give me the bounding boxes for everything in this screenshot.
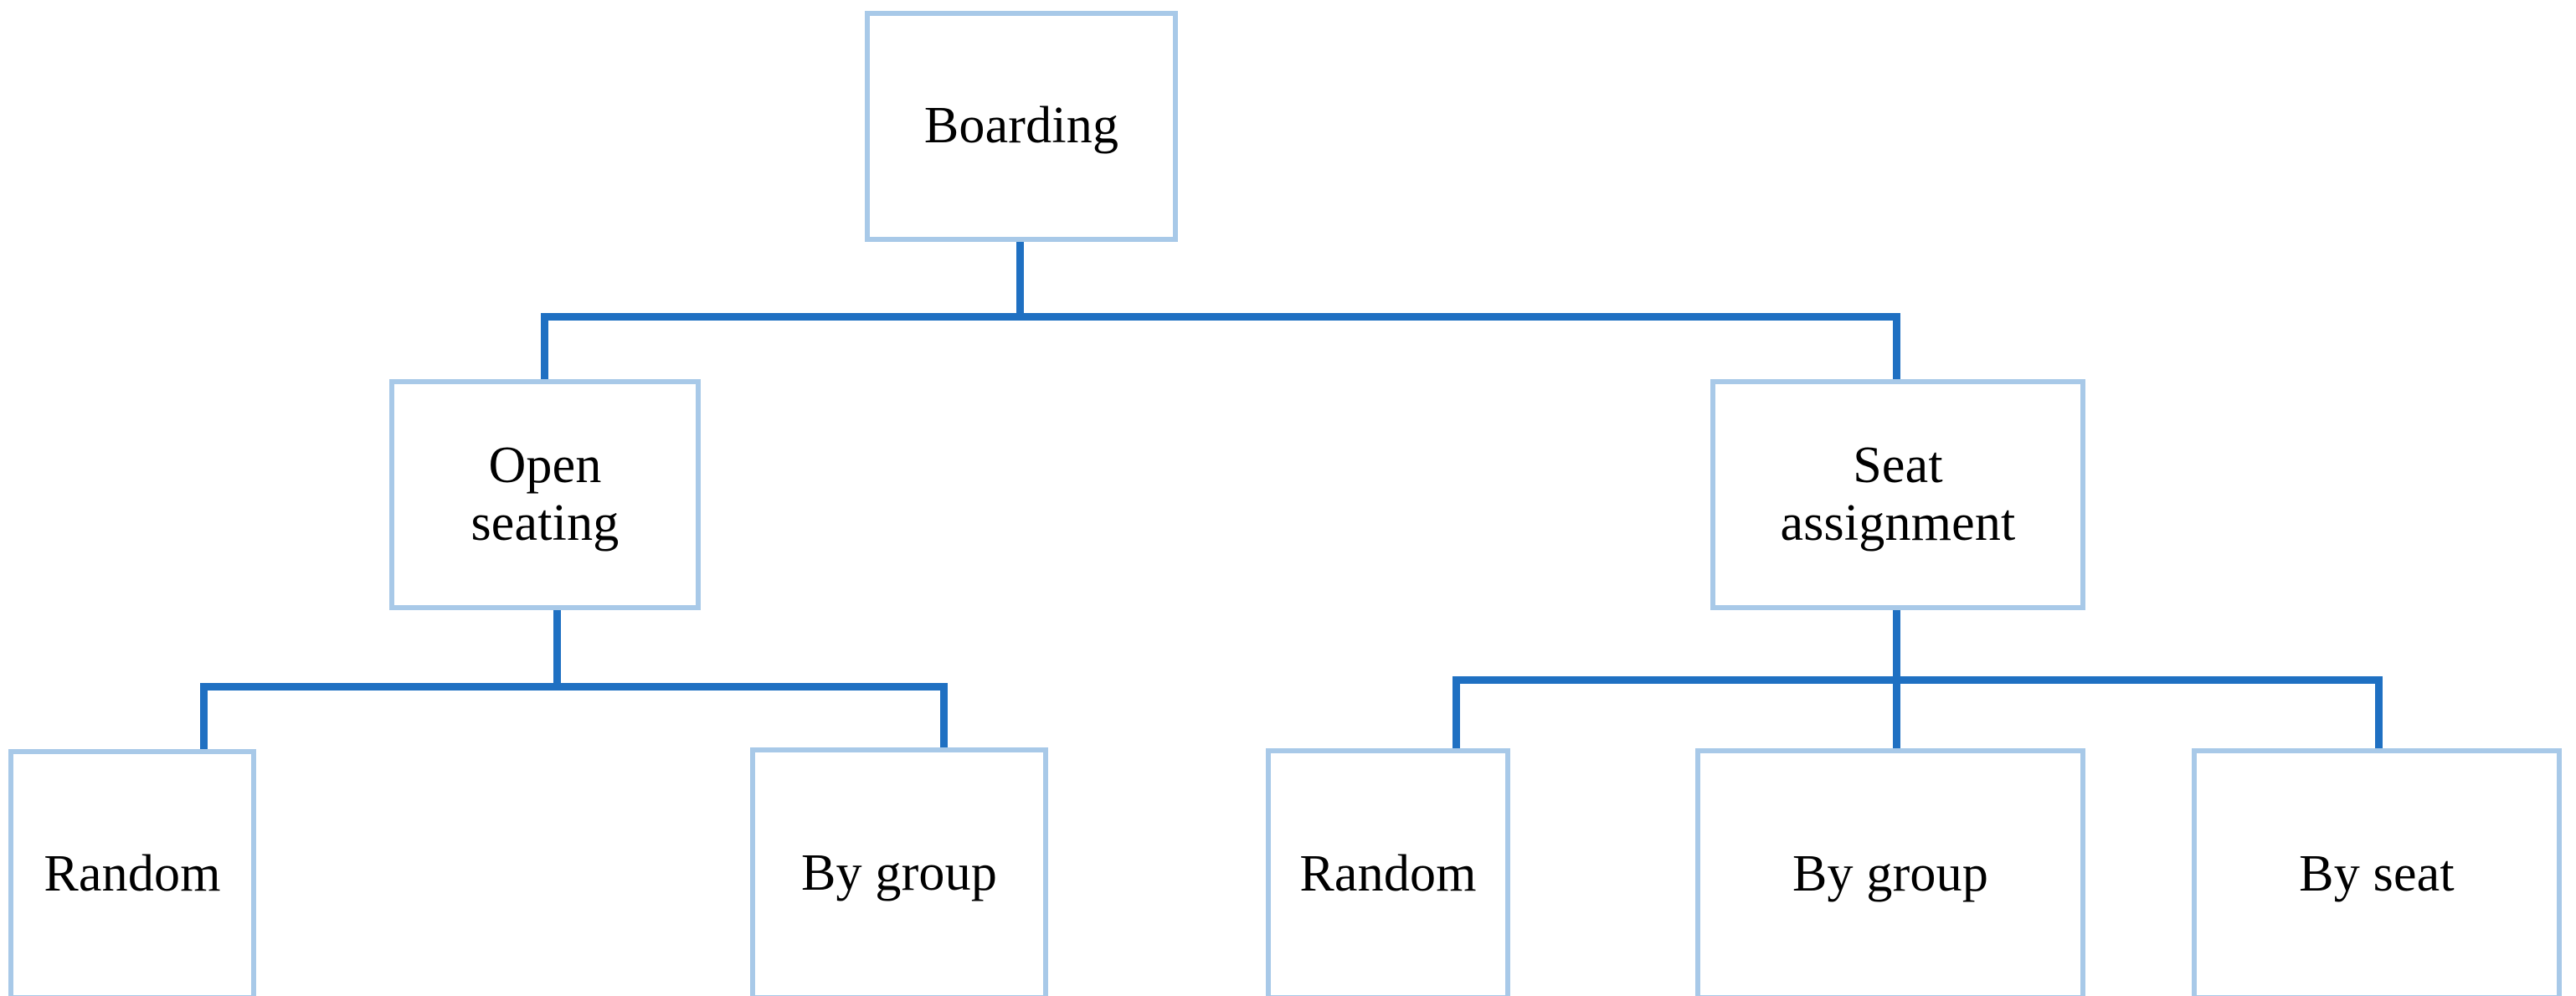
- connector-to-open-seating: [541, 313, 548, 383]
- node-seat-assignment-label: Seat assignment: [1780, 436, 2016, 552]
- connector-seat-assignment-stem: [1893, 608, 1900, 683]
- node-seat-assignment-bygroup-label: By group: [1792, 845, 1989, 902]
- connector-seat-assignment-bus: [1453, 676, 2383, 684]
- node-seat-assignment-byseat[interactable]: By seat: [2192, 748, 2562, 996]
- connector-to-seat-bygroup: [1893, 676, 1900, 753]
- node-open-seating-label: Open seating: [470, 436, 620, 552]
- connector-to-seat-byseat: [2375, 676, 2383, 753]
- connector-root-stem: [1016, 239, 1024, 321]
- connector-open-seating-bus: [200, 683, 948, 691]
- node-seat-assignment-random[interactable]: Random: [1266, 748, 1510, 996]
- node-open-seating-bygroup-label: By group: [800, 845, 998, 902]
- connector-level2-bus: [541, 313, 1900, 321]
- node-open-seating-random-label: Random: [44, 845, 221, 903]
- connector-to-seat-random: [1453, 676, 1460, 753]
- connector-open-seating-stem: [553, 608, 561, 690]
- node-seat-assignment-random-label: Random: [1299, 845, 1477, 902]
- node-boarding[interactable]: Boarding: [865, 11, 1178, 242]
- node-seat-assignment-bygroup[interactable]: By group: [1695, 748, 2085, 996]
- node-seat-assignment-byseat-label: By seat: [2299, 845, 2455, 902]
- node-open-seating-random[interactable]: Random: [8, 749, 256, 996]
- node-open-seating[interactable]: Open seating: [389, 379, 701, 610]
- node-open-seating-bygroup[interactable]: By group: [750, 747, 1048, 996]
- node-boarding-label: Boarding: [923, 97, 1119, 155]
- connector-to-seat-assignment: [1893, 313, 1900, 383]
- connector-to-open-bygroup: [940, 683, 948, 753]
- connector-to-open-random: [200, 683, 208, 753]
- node-seat-assignment[interactable]: Seat assignment: [1710, 379, 2085, 610]
